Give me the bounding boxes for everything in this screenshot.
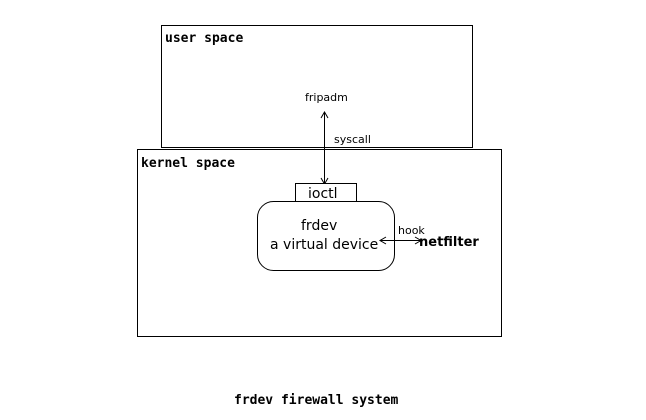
hook-arrowhead-right [414,236,422,245]
user-space-label: user space [165,31,243,46]
frdev-description: a virtual device [270,237,378,253]
kernel-space-label: kernel space [141,156,235,171]
syscall-label: syscall [334,133,371,146]
syscall-arrowhead-up [320,111,329,119]
netfilter-label: netfilter [419,235,479,250]
ioctl-label: ioctl [308,186,338,202]
user-space-box [161,25,473,148]
hook-arrowhead-left [379,236,387,245]
frdev-label: frdev [301,218,337,234]
frdev-device-box [257,201,395,271]
fripadm-label: fripadm [305,91,348,104]
hook-label: hook [398,224,425,237]
diagram-caption: frdev firewall system [234,393,399,408]
